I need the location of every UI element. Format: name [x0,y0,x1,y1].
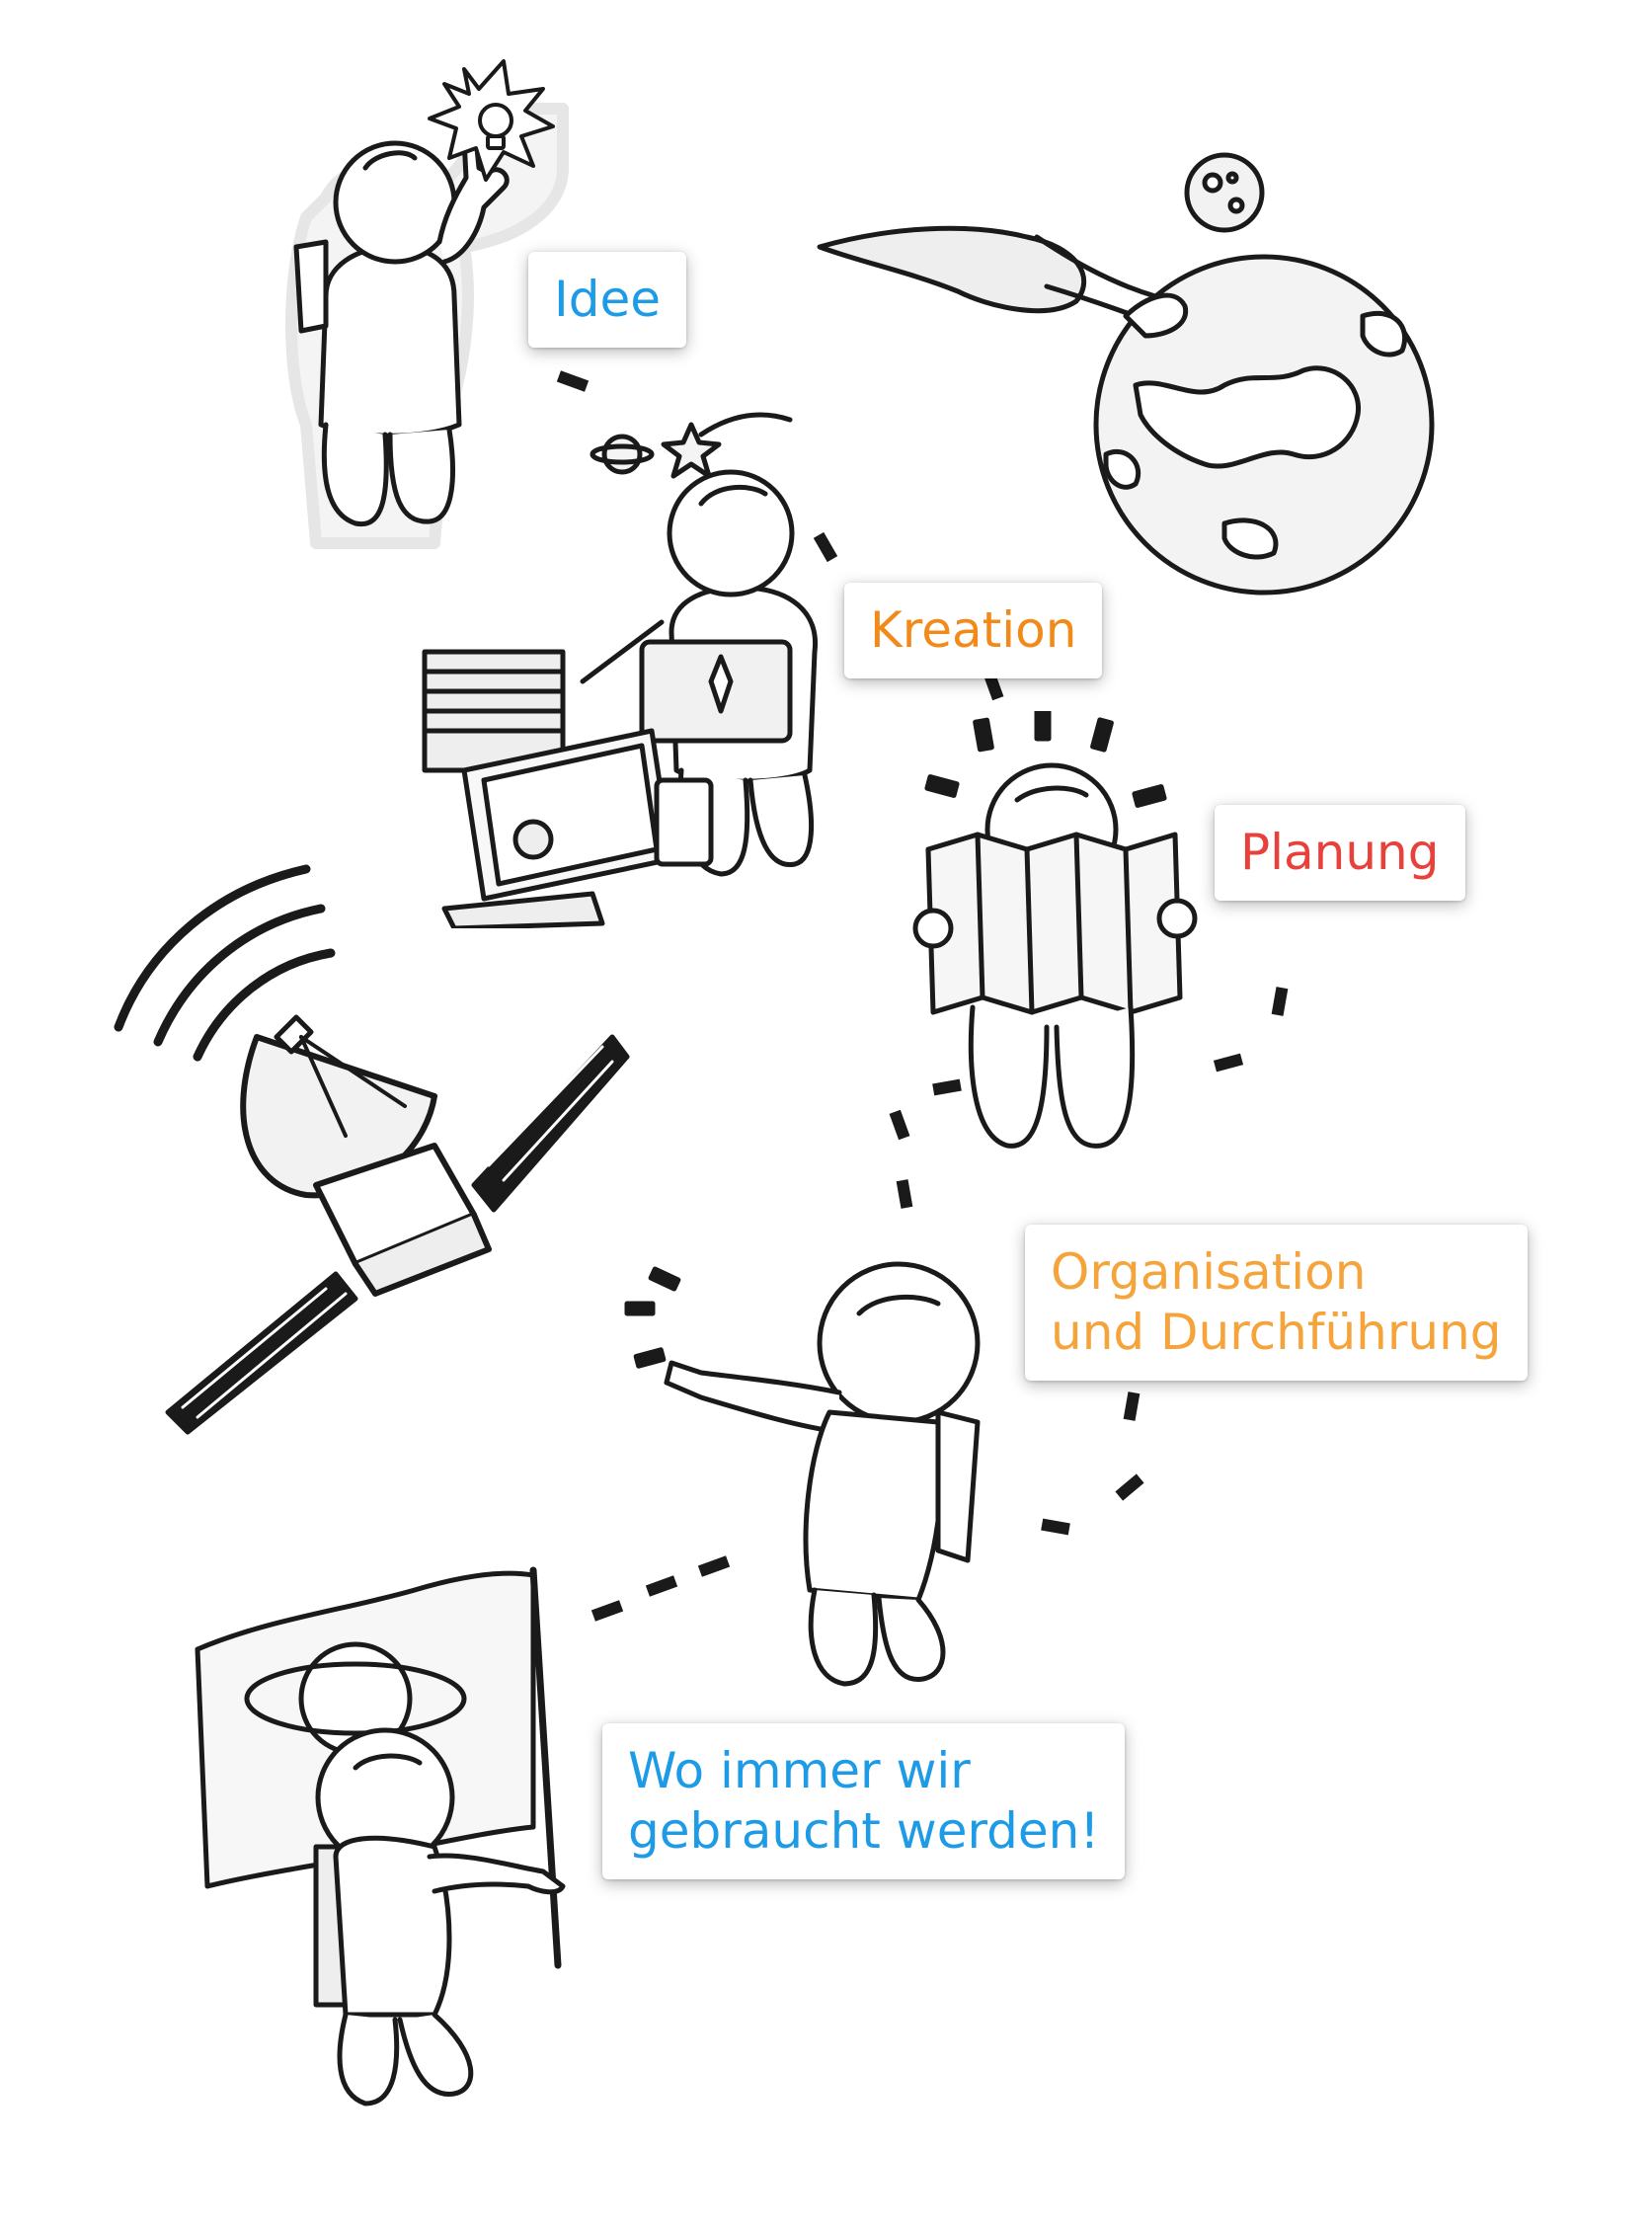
map-icon [928,835,1180,1012]
label-organisation-line2: und Durchführung [1051,1304,1502,1361]
label-kreation-text: Kreation [870,601,1077,659]
astronaut-pointing-illustration [612,1234,1027,1699]
astronaut-creation-illustration [405,356,839,928]
label-kreation: Kreation [844,583,1103,678]
astronaut-idea-illustration [267,49,592,553]
label-idee-text: Idee [554,271,662,328]
label-planung: Planung [1215,805,1465,901]
label-planung-text: Planung [1240,824,1440,881]
planet-icon [1096,257,1432,593]
earth-comet-illustration [810,138,1452,602]
label-wo-immer: Wo immer wir gebraucht werden! [602,1723,1126,1879]
moon-icon [1187,155,1262,230]
satellite-icon [118,869,627,1432]
satellite-illustration [109,859,632,1442]
lightbulb-icon [430,61,553,180]
label-wo-immer-line1: Wo immer wir [628,1742,971,1799]
astronaut-planning-illustration [889,711,1215,1185]
pointing-hand-icon [667,1363,839,1432]
label-idee: Idee [528,252,687,348]
astronaut-flag-illustration [188,1550,632,2113]
label-organisation-line1: Organisation [1051,1243,1367,1301]
label-organisation: Organisation und Durchführung [1025,1225,1528,1381]
label-wo-immer-line2: gebraucht werden! [628,1802,1100,1860]
